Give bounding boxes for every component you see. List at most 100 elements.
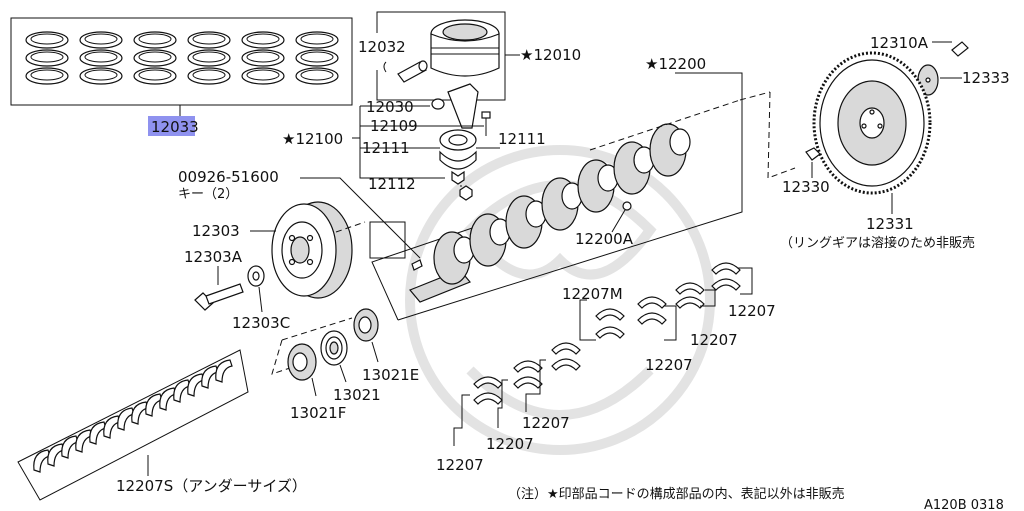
piston[interactable] bbox=[430, 19, 500, 77]
piston-ring bbox=[133, 49, 177, 67]
bearing-shell bbox=[675, 282, 705, 295]
bearing-shell bbox=[513, 360, 543, 373]
label-12032[interactable]: 12032 bbox=[358, 38, 406, 56]
leader-line bbox=[300, 177, 421, 259]
crank-journal bbox=[669, 128, 691, 156]
snap-ring[interactable] bbox=[383, 61, 387, 73]
piston-ring-inner bbox=[192, 69, 226, 81]
label-13021E[interactable]: 13021E bbox=[362, 366, 419, 384]
piston-ring-inner bbox=[30, 69, 64, 81]
piston-ring-inner bbox=[138, 33, 172, 45]
label-12111-left[interactable]: 12111 bbox=[362, 139, 410, 157]
label-00926-51600[interactable]: 00926-51600 bbox=[178, 168, 279, 186]
label-flywheel-note: （リングギアは溶接のため非販売 bbox=[780, 235, 975, 251]
label-12010[interactable]: ★12010 bbox=[520, 46, 581, 64]
piston-ring bbox=[295, 31, 339, 49]
label-12207-2[interactable]: 12207 bbox=[690, 331, 738, 349]
label-12109[interactable]: 12109 bbox=[370, 117, 418, 135]
piston-ring bbox=[241, 31, 285, 49]
piston-ring-inner bbox=[30, 51, 64, 63]
piston-ring-set[interactable] bbox=[10, 17, 353, 106]
flywheel[interactable] bbox=[812, 51, 932, 195]
main-bearings[interactable] bbox=[473, 262, 741, 405]
label-12100[interactable]: ★12100 bbox=[282, 130, 343, 148]
bearing-shell bbox=[551, 342, 581, 355]
flywheel-bolt[interactable] bbox=[951, 41, 969, 57]
label-12333[interactable]: 12333 bbox=[962, 69, 1010, 87]
bearing-shell bbox=[711, 262, 741, 275]
washer-13021E[interactable] bbox=[353, 308, 379, 342]
label-12112[interactable]: 12112 bbox=[368, 175, 416, 193]
selected-part-highlight bbox=[148, 116, 195, 136]
piston-ring bbox=[295, 67, 339, 85]
label-12310A[interactable]: 12310A bbox=[870, 34, 929, 52]
label-13021F[interactable]: 13021F bbox=[290, 404, 346, 422]
watermark-emblem bbox=[405, 145, 715, 455]
center-line bbox=[281, 317, 353, 341]
piston-ring-inner bbox=[192, 33, 226, 45]
center-line bbox=[335, 221, 366, 233]
piston-ring-inner bbox=[246, 51, 280, 63]
pulley-bolt[interactable] bbox=[194, 283, 244, 311]
label-12330[interactable]: 12330 bbox=[782, 178, 830, 196]
piston-ring bbox=[187, 67, 231, 85]
piston-ring bbox=[25, 49, 69, 67]
bearing-shell bbox=[595, 308, 625, 321]
label-12033[interactable]: 12033 bbox=[151, 118, 199, 136]
piston-ring-inner bbox=[138, 51, 172, 63]
piston-ring bbox=[241, 49, 285, 67]
center-line bbox=[271, 339, 297, 375]
pulley-washer[interactable] bbox=[247, 265, 265, 287]
leader-line bbox=[311, 377, 317, 397]
leader-line bbox=[339, 364, 347, 383]
piston-ring-inner bbox=[300, 69, 334, 81]
label-12111-right[interactable]: 12111 bbox=[498, 130, 546, 148]
label-12331[interactable]: 12331 bbox=[866, 215, 914, 233]
piston-ring-inner bbox=[84, 51, 118, 63]
label-12200[interactable]: ★12200 bbox=[645, 55, 706, 73]
label-key-note: キー（2） bbox=[178, 187, 238, 202]
label-12207-1[interactable]: 12207 bbox=[728, 302, 776, 320]
woodruff-key[interactable] bbox=[411, 259, 423, 271]
center-line bbox=[767, 91, 796, 179]
bearing-shell bbox=[215, 359, 233, 383]
label-12303C[interactable]: 12303C bbox=[232, 314, 290, 332]
crank-plug[interactable] bbox=[622, 201, 632, 211]
piston-ring-inner bbox=[300, 33, 334, 45]
center-line bbox=[739, 91, 771, 101]
label-12207-3[interactable]: 12207 bbox=[645, 356, 693, 374]
washer-13021F[interactable] bbox=[287, 343, 317, 381]
piston-ring-inner bbox=[300, 51, 334, 63]
piston-box bbox=[376, 11, 506, 101]
label-12207-4[interactable]: 12207 bbox=[522, 414, 570, 432]
undersize-bearing-set[interactable] bbox=[17, 349, 249, 501]
flywheel-pilot[interactable] bbox=[805, 147, 821, 161]
label-12207S[interactable]: 12207S（アンダーサイズ） bbox=[116, 477, 307, 495]
label-12030[interactable]: 12030 bbox=[366, 98, 414, 116]
piston-ring-inner bbox=[246, 69, 280, 81]
label-12207-5[interactable]: 12207 bbox=[486, 435, 534, 453]
bearing-shell bbox=[473, 376, 503, 389]
bearing-shell bbox=[513, 376, 543, 389]
label-12207-6[interactable]: 12207 bbox=[436, 456, 484, 474]
label-13021[interactable]: 13021 bbox=[333, 386, 381, 404]
bearing-shell bbox=[473, 392, 503, 405]
piston-ring bbox=[25, 31, 69, 49]
label-12207M[interactable]: 12207M bbox=[562, 285, 623, 303]
connecting-rod[interactable] bbox=[431, 83, 491, 201]
crank-sprocket[interactable] bbox=[320, 330, 348, 366]
label-12200A[interactable]: 12200A bbox=[575, 230, 634, 248]
label-12303A[interactable]: 12303A bbox=[184, 248, 243, 266]
piston-ring-inner bbox=[30, 33, 64, 45]
label-12303[interactable]: 12303 bbox=[192, 222, 240, 240]
piston-ring bbox=[79, 67, 123, 85]
piston-pin[interactable] bbox=[397, 60, 428, 83]
conrod-bracket bbox=[352, 105, 500, 187]
bearing-shell bbox=[551, 358, 581, 371]
leader-line bbox=[611, 209, 626, 233]
crank-pulley[interactable] bbox=[271, 201, 353, 299]
piston-ring-inner bbox=[84, 69, 118, 81]
footnote: （注）★印部品コードの構成部品の内、表記以外は非販売 bbox=[508, 486, 845, 502]
crankshaft[interactable] bbox=[409, 123, 691, 303]
